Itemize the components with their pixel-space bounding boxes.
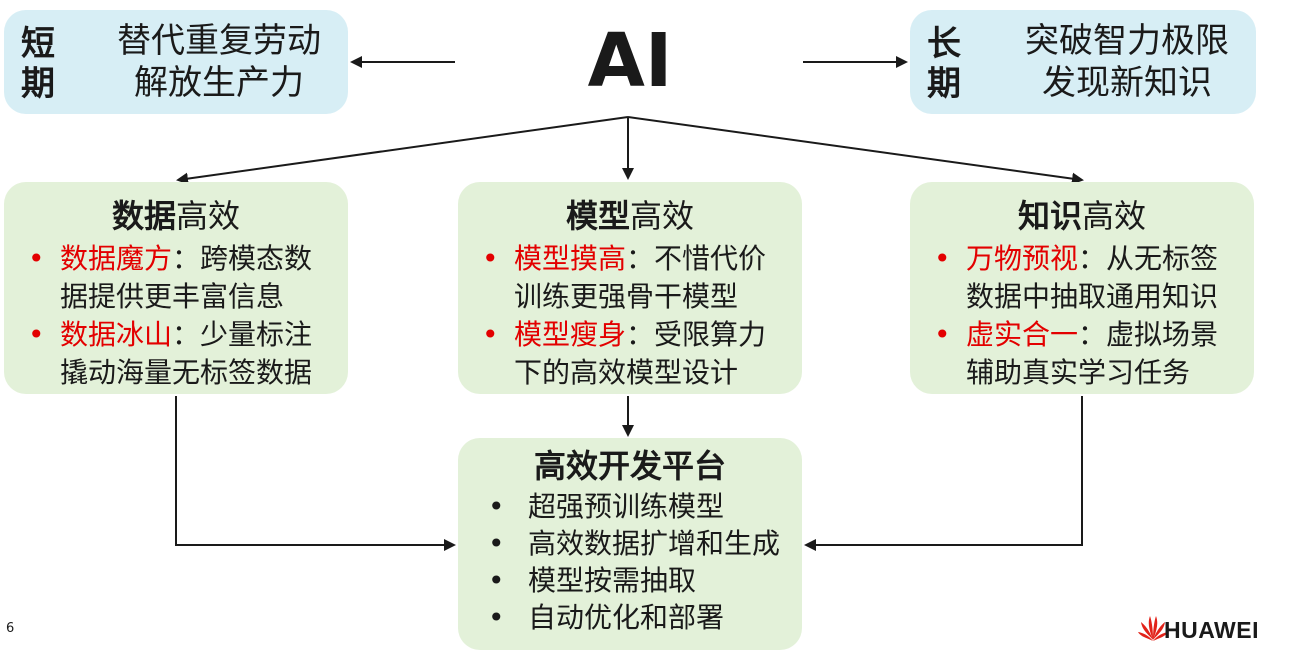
platform-item: •模型按需抽取 <box>488 564 697 597</box>
short-term-box: 短 期 替代重复劳动 解放生产力 <box>4 10 348 114</box>
knowledge-bullet-2: • 虚实合一：虚拟场景 辅助真实学习任务 <box>934 318 1219 389</box>
long-term-goals: 突破智力极限 发现新知识 <box>1025 21 1229 103</box>
data-efficiency-title: 数据高效 <box>111 197 241 235</box>
huawei-logo-icon <box>1138 616 1168 641</box>
arrow-knowledge-to-platform <box>804 396 1083 551</box>
data-efficiency-box: 数据高效 • 数据魔方：跨模态数 据提供更丰富信息 • 数据冰山：少量标注 撬动… <box>4 182 348 394</box>
knowledge-efficiency-box: 知识高效 • 万物预视：从无标签 数据中抽取通用知识 • 虚实合一：虚拟场景 辅… <box>910 182 1254 394</box>
arrow-data-to-platform <box>175 396 456 551</box>
huawei-logo-text: HUAWEI <box>1164 617 1259 643</box>
model-bullet-1: • 模型摸高：不惜代价 训练更强骨干模型 <box>482 242 767 313</box>
dev-platform-box: 高效开发平台 •超强预训练模型 •高效数据扩增和生成 •模型按需抽取 •自动优化… <box>458 438 802 650</box>
arrow-ai-to-data <box>176 116 629 185</box>
data-bullet-1: • 数据魔方：跨模态数 据提供更丰富信息 <box>28 242 313 313</box>
platform-item: •高效数据扩增和生成 <box>488 527 781 560</box>
short-term-label: 短 期 <box>21 24 55 104</box>
platform-item: •超强预训练模型 <box>488 490 725 523</box>
long-term-box: 长 期 突破智力极限 发现新知识 <box>910 10 1256 114</box>
dev-platform-title: 高效开发平台 <box>533 447 726 485</box>
ai-title: AI <box>587 18 673 104</box>
model-efficiency-title: 模型高效 <box>565 197 695 235</box>
platform-item: •自动优化和部署 <box>488 601 725 634</box>
page-number: 6 <box>6 621 15 636</box>
short-term-goals: 替代重复劳动 解放生产力 <box>117 21 321 103</box>
model-bullet-2: • 模型瘦身：受限算力 下的高效模型设计 <box>482 318 767 389</box>
data-bullet-2: • 数据冰山：少量标注 撬动海量无标签数据 <box>28 318 313 389</box>
model-efficiency-box: 模型高效 • 模型摸高：不惜代价 训练更强骨干模型 • 模型瘦身：受限算力 下的… <box>458 182 802 394</box>
arrow-ai-to-knowledge <box>627 116 1084 185</box>
long-term-label: 长 期 <box>927 24 961 104</box>
knowledge-bullet-1: • 万物预视：从无标签 数据中抽取通用知识 <box>934 242 1219 313</box>
knowledge-efficiency-title: 知识高效 <box>1017 197 1147 235</box>
